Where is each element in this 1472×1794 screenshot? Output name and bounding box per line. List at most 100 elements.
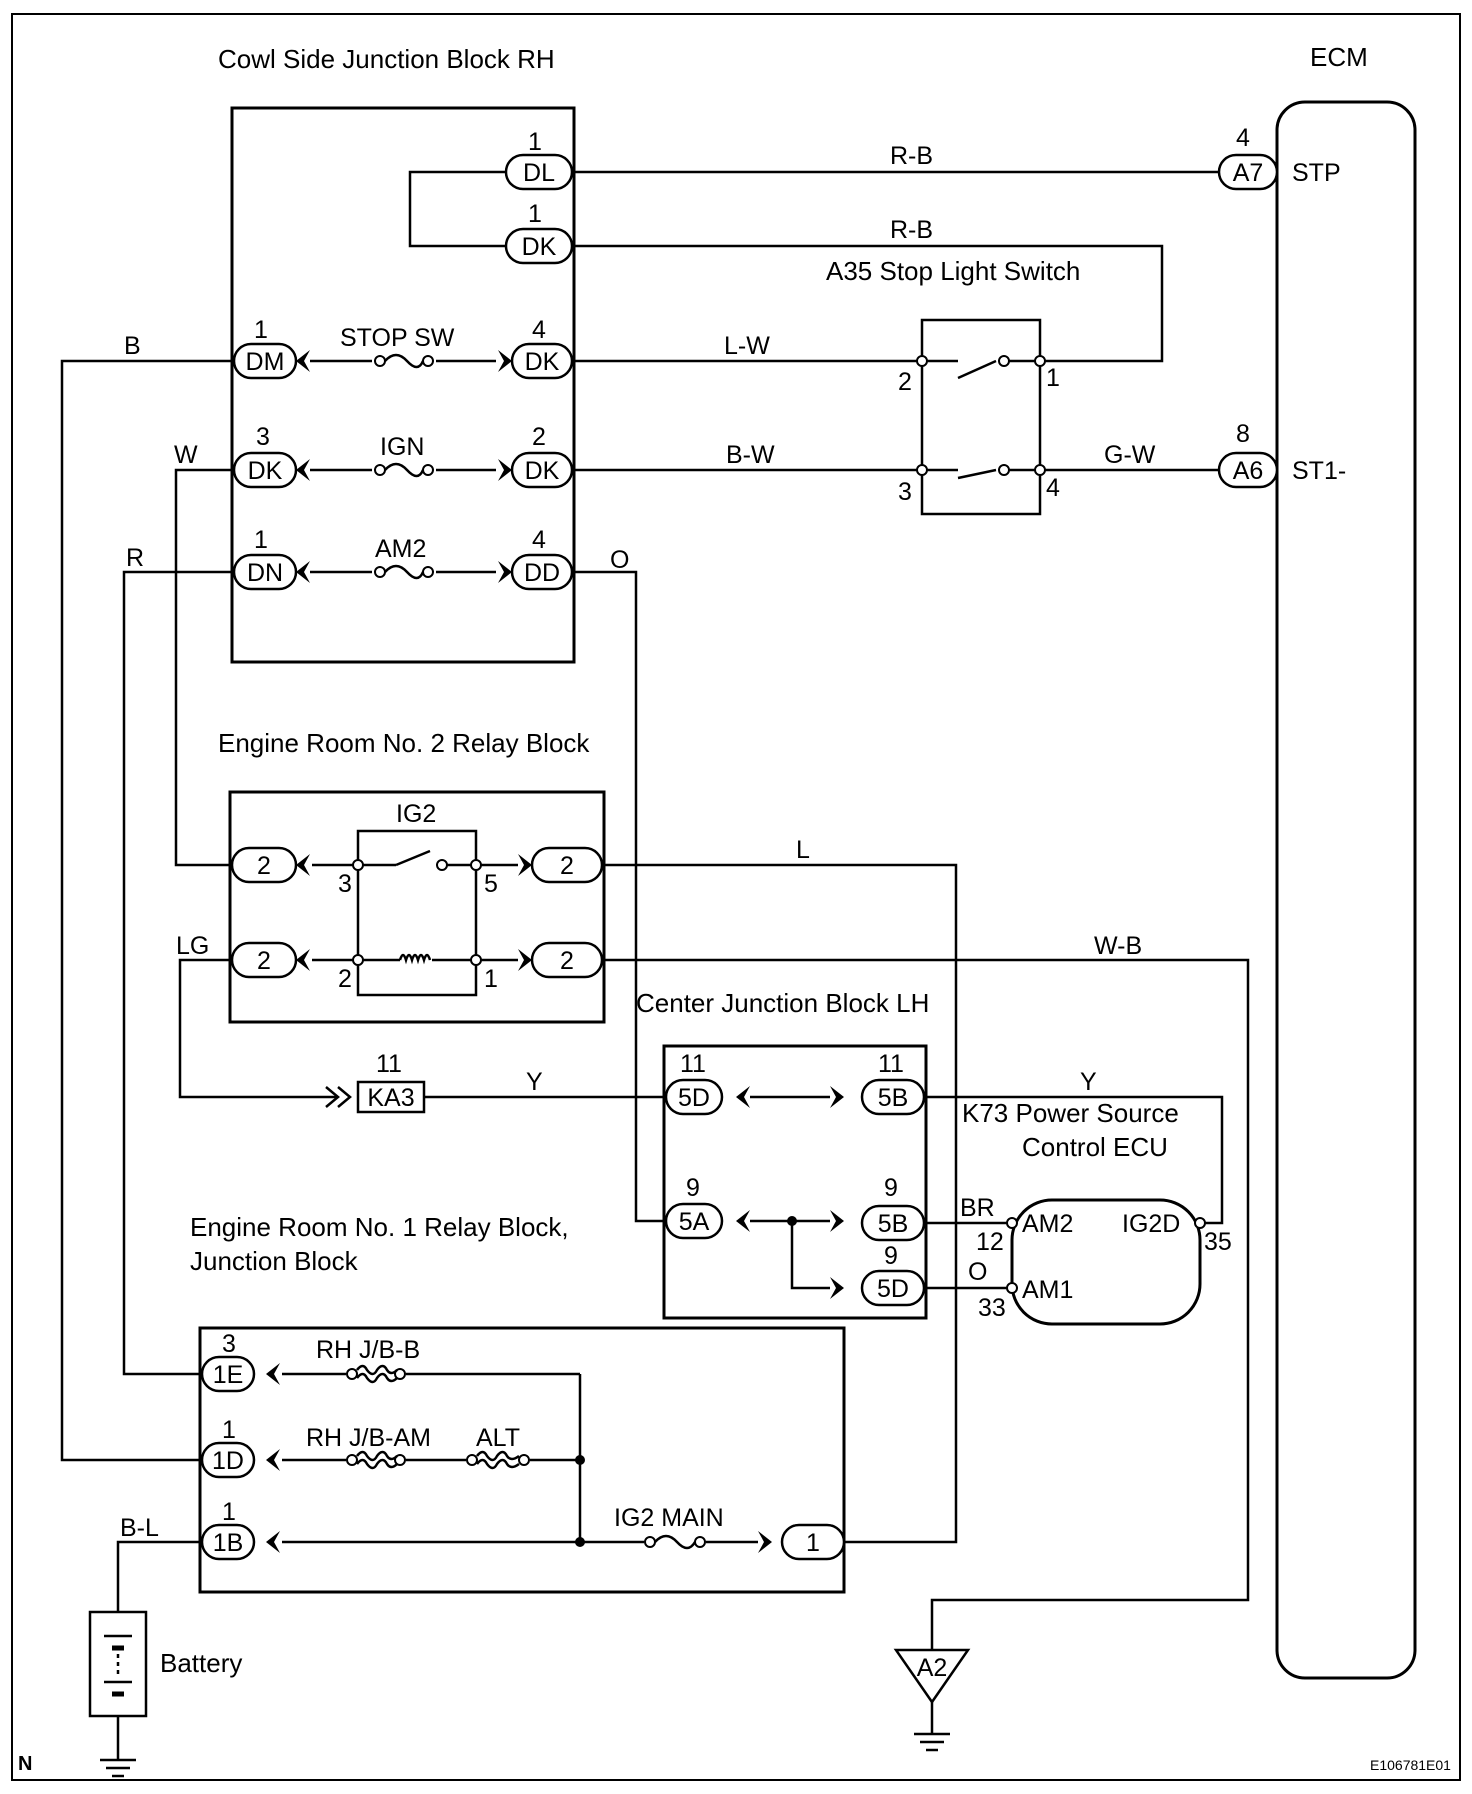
page-frame [11,13,1461,1781]
battery-label: Battery [160,1648,242,1678]
relay2-pin-2: 2 [338,965,352,993]
relay2-pin-3: 3 [338,870,352,898]
relay1-1e: 1E [213,1361,244,1389]
internal-paths [282,359,1040,1544]
wire-r: R [126,544,144,572]
ka3-label: KA3 [367,1084,414,1112]
ecu-am2: AM2 [1022,1210,1073,1238]
junction-dots [352,355,1206,1547]
center-5d2-num: 9 [884,1242,898,1270]
relay1-1b: 1B [213,1529,244,1557]
fuse-am2-label: AM2 [375,535,426,563]
fuse-rhjbam-symbol [346,1450,406,1470]
fuse-ig2main-label: IG2 MAIN [614,1504,724,1532]
fuse-ign-label: IGN [380,433,424,461]
wire-rb-second: R-B [890,216,933,244]
wire-w: W [174,441,198,469]
cowl-dd-num: 4 [532,526,546,554]
cowl-dl-num: 1 [528,128,542,156]
relay2-pill-top-left: 2 [257,852,271,880]
cowl-dk2-num: 2 [532,423,546,451]
wire-rb-top: R-B [890,142,933,170]
wire-y-right: Y [1080,1068,1097,1096]
wire-y-left: Y [526,1068,543,1096]
fuse-rhjbam-label: RH J/B-AM [306,1424,431,1452]
relay1-1d-num: 1 [222,1416,236,1444]
fuse-rhjbb-label: RH J/B-B [316,1336,420,1364]
center-5d: 5D [678,1084,710,1112]
fuse-stop-sw-label: STOP SW [340,324,455,352]
stop-switch-title: A35 Stop Light Switch [826,256,1080,286]
cowl-dl: DL [523,159,555,187]
wire-o-top: O [610,546,629,574]
wire-l: L [796,836,810,864]
ka3-num: 11 [376,1050,402,1078]
fuse-symbols [346,353,706,1550]
switch-pin-3: 3 [898,478,912,506]
wire-lw: L-W [724,332,770,360]
center-5b2-num: 9 [884,1174,898,1202]
relay2-pin-5: 5 [484,870,498,898]
relay-block1-title-line1: Engine Room No. 1 Relay Block, [190,1212,569,1242]
relay1-1e-num: 3 [222,1330,236,1358]
ecm-signal-stp: STP [1292,159,1341,187]
cowl-dk4: DK [525,348,560,376]
center-5d2: 5D [877,1275,909,1303]
ecu-ig2d: IG2D [1122,1210,1180,1238]
relay1-ig2main-pin: 1 [806,1529,820,1557]
fuse-am2-symbol [374,564,434,580]
power-ecu-title-line1: K73 Power Source [962,1098,1179,1128]
cowl-dk3-num: 3 [256,423,270,451]
wire-gw: G-W [1104,441,1156,469]
connector-arrows [266,350,844,1553]
fuse-ign-symbol [374,462,434,478]
relay1-1d: 1D [212,1447,244,1475]
ecu-am1: AM1 [1022,1276,1073,1304]
ecm-title: ECM [1310,42,1368,72]
relay-block2-title: Engine Room No. 2 Relay Block [218,728,590,758]
ecu-ig2d-pin: 35 [1204,1228,1232,1256]
ecm-connector-a6: A6 [1233,457,1264,485]
ecm-connector-a7: A7 [1233,159,1264,187]
wire-b: B [124,332,141,360]
cowl-dn-num: 1 [254,526,268,554]
relay-ig2-label: IG2 [396,800,436,828]
center-5d-num: 11 [680,1050,706,1078]
cowl-dd: DD [524,559,560,587]
battery-cells [104,1634,132,1697]
ecm-pin-num-st1: 8 [1236,420,1250,448]
fuse-stop-sw-symbol [374,353,434,369]
ecm-pin-num-stp: 4 [1236,124,1250,152]
fuse-ig2main-symbol [644,1534,706,1550]
block-outlines [88,100,1417,1718]
center-5a-num: 9 [686,1174,700,1202]
relay-block1-title-line2: Junction Block [190,1246,359,1276]
ground-a2-label: A2 [917,1654,948,1682]
switch-pin-4: 4 [1046,474,1060,502]
cowl-dm-num: 1 [254,316,268,344]
wire-lg: LG [176,932,209,960]
fuse-alt-label: ALT [476,1424,520,1452]
cowl-block-title: Cowl Side Junction Block RH [218,44,555,74]
ecu-am1-pin: 33 [978,1294,1006,1322]
corner-n-label: N [18,1753,32,1775]
relay2-pin-1: 1 [484,965,498,993]
relay2-pill-bottom-left: 2 [257,947,271,975]
cowl-dm: DM [246,348,285,376]
relay2-pill-top-right: 2 [560,852,574,880]
cowl-dk2: DK [525,457,560,485]
wire-br: BR [960,1194,995,1222]
center-5b2: 5B [878,1210,909,1238]
wire-bl: B-L [120,1514,159,1542]
connector-pills [200,153,1279,1561]
center-5b-num: 11 [878,1050,904,1078]
wire-bw: B-W [726,441,775,469]
cowl-dk3: DK [248,457,283,485]
relay1-1b-num: 1 [222,1498,236,1526]
switch-pin-2: 2 [898,368,912,396]
cowl-dk4-num: 4 [532,316,546,344]
fuse-alt-symbol [466,1450,530,1470]
center-5b: 5B [878,1084,909,1112]
center-block-title: Center Junction Block LH [636,988,929,1018]
